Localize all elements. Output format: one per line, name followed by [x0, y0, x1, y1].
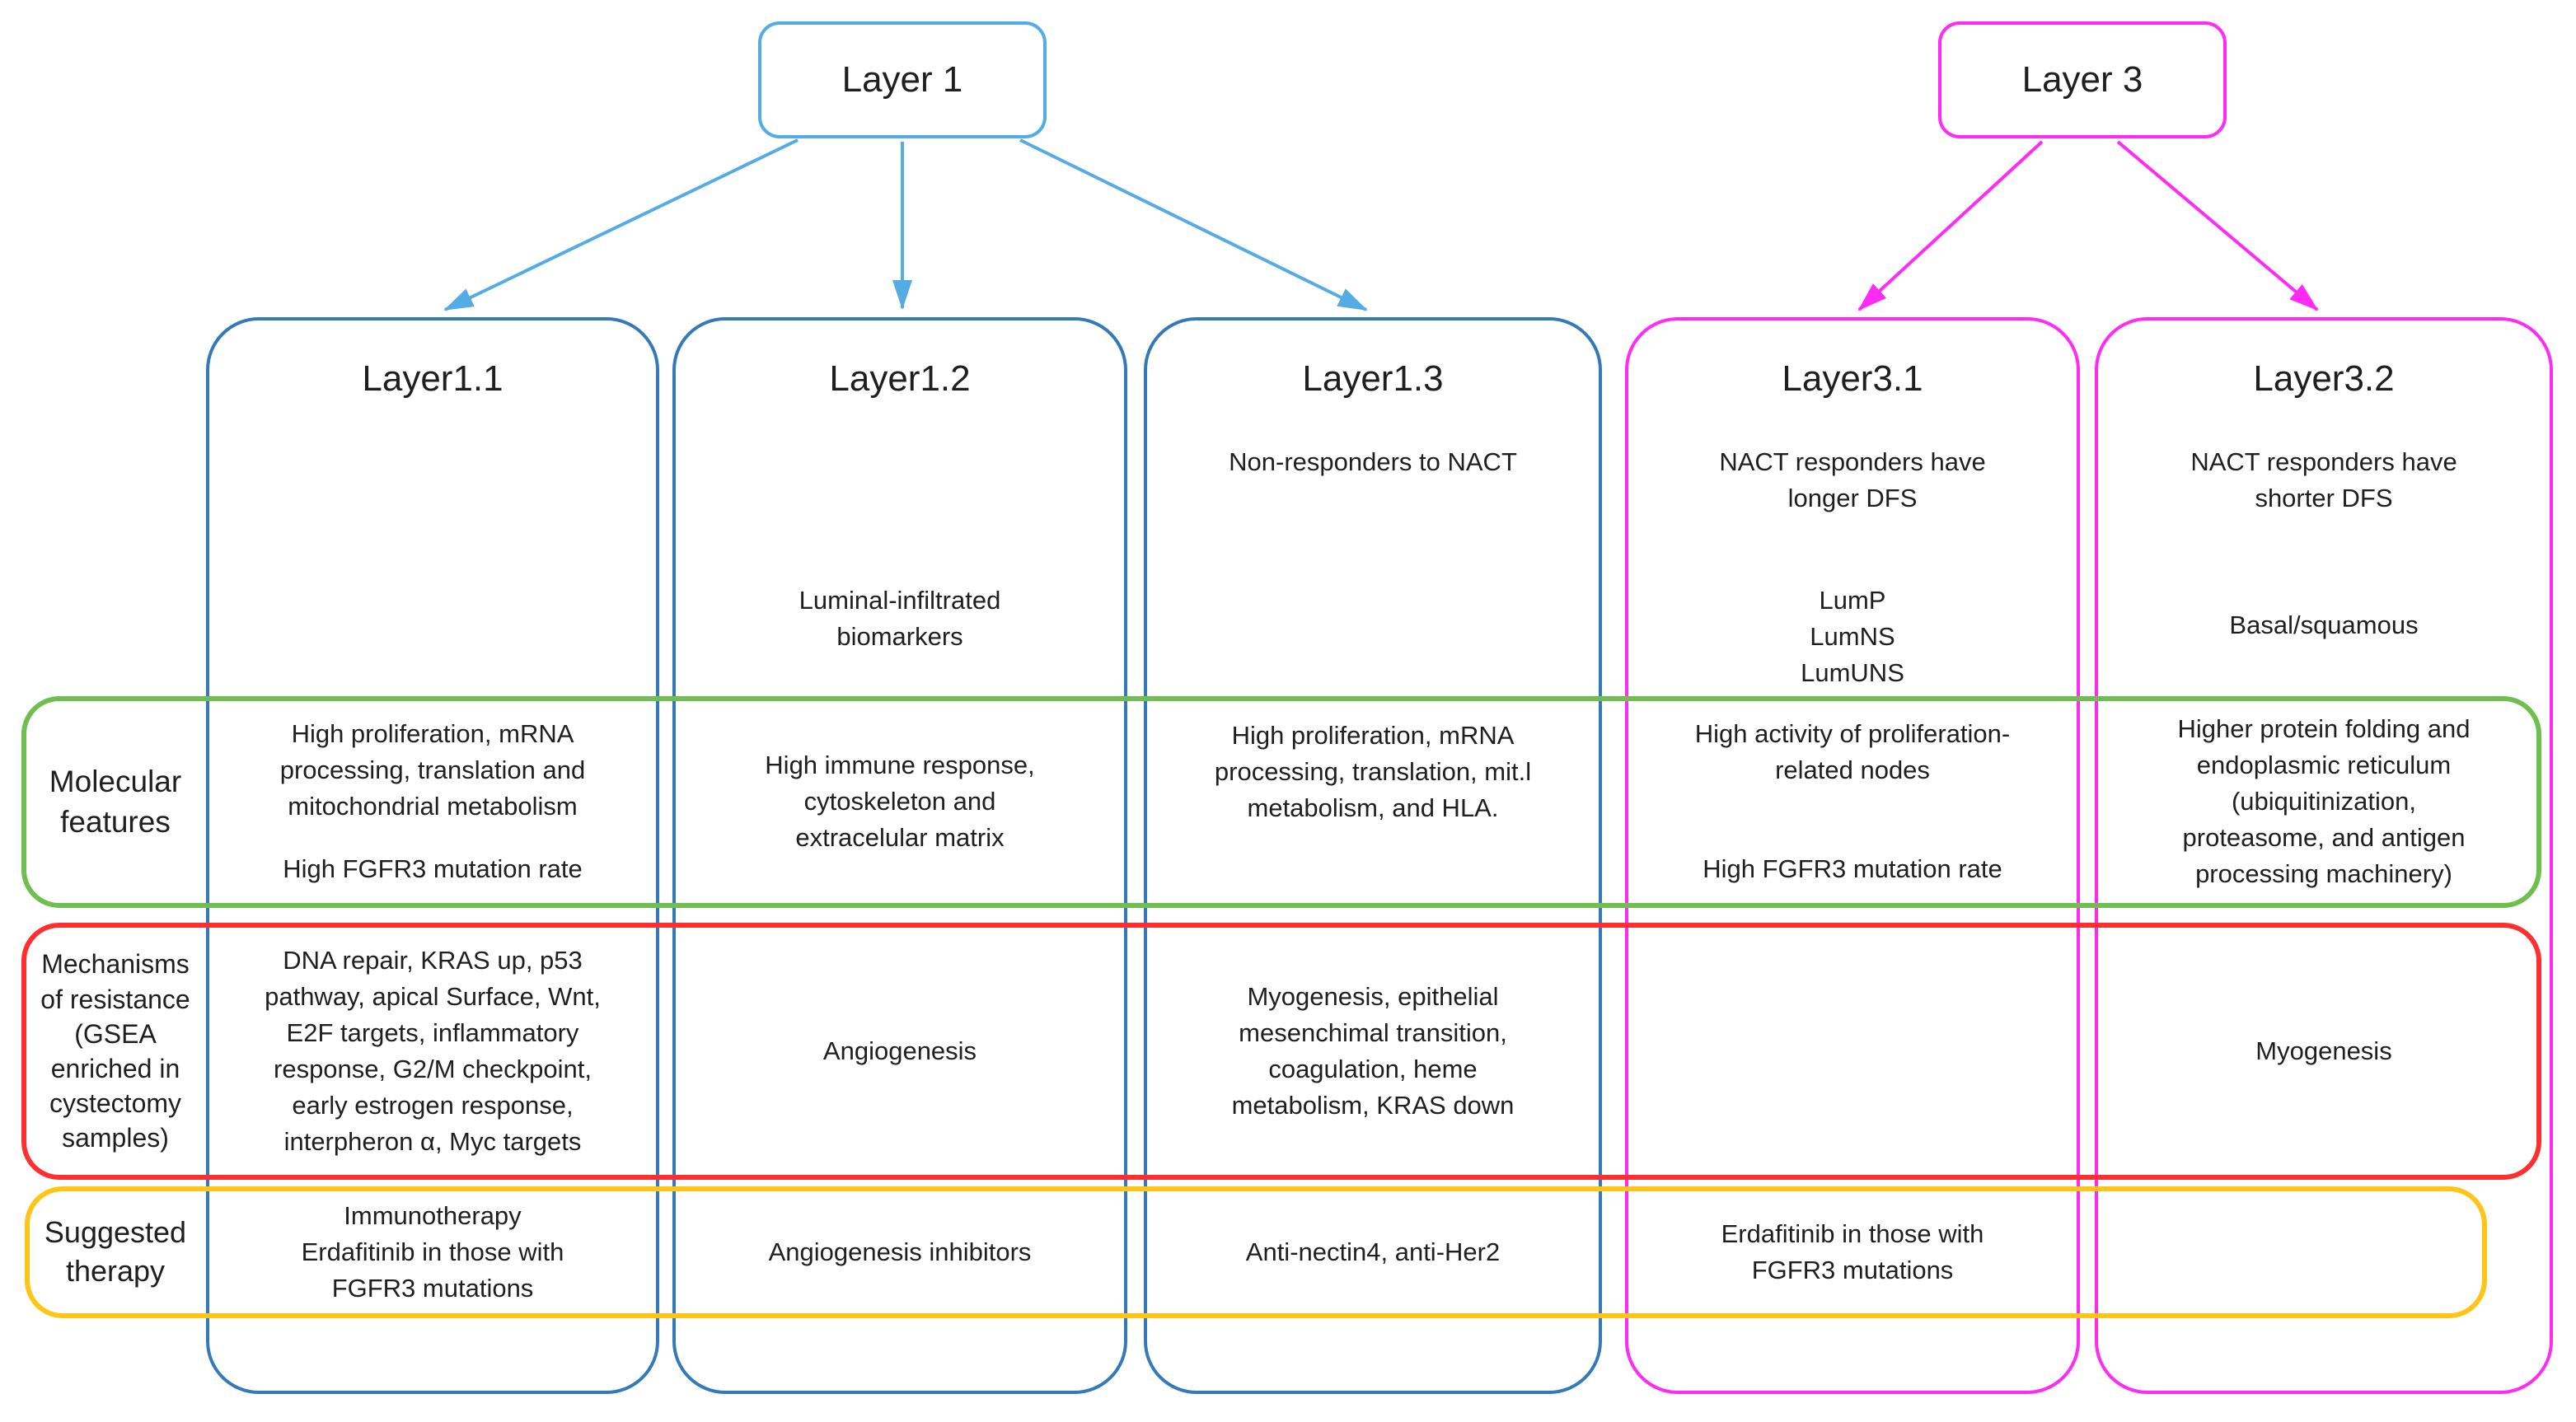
therapy-cell: Erdafitinib in those with FGFR3 mutation…	[1721, 1219, 1984, 1284]
arrow-layer3-to-3-2	[2116, 140, 2319, 311]
column-layer1-1: Layer1.1 High proliferation, mRNA proces…	[206, 317, 659, 1394]
molecular-cell: High proliferation, mRNA processing, tra…	[209, 696, 656, 907]
column-title: Layer3.2	[2253, 358, 2395, 399]
molecular-text-top: High proliferation, mRNA processing, tra…	[1214, 721, 1532, 823]
molecular-cell: Higher protein folding and endoplasmic r…	[2098, 696, 2550, 907]
node-layer1: Layer 1	[758, 21, 1047, 138]
column-layer1-2: Layer1.2 Luminal-infiltrated biomarkers …	[672, 317, 1127, 1394]
node-layer3: Layer 3	[1938, 21, 2227, 138]
column-title: Layer1.3	[1302, 358, 1444, 399]
molecular-features-band	[21, 696, 2541, 908]
arrow-layer1-to-1-3	[1019, 138, 1368, 311]
mechanisms-label: Mechanisms of resistance (GSEA enriched …	[40, 949, 190, 1153]
arrow-layer1-to-1-1	[443, 138, 799, 311]
therapy-cell: Angiogenesis inhibitors	[768, 1237, 1032, 1266]
therapy-cell: Anti-nectin4, anti-Her2	[1245, 1237, 1501, 1266]
mechanisms-cell: Myogenesis, epithelial mesenchimal trans…	[1231, 981, 1515, 1120]
column-layer1-3: Layer1.3 Non-responders to NACT High pro…	[1144, 317, 1602, 1394]
molecular-cell: High proliferation, mRNA processing, tra…	[1147, 696, 1599, 907]
column-subtitle-top: NACT responders have shorter DFS	[2190, 447, 2457, 513]
molecular-text-bottom: High FGFR3 mutation rate	[1703, 854, 2002, 883]
molecular-text-top: High immune response, cytoskeleton and e…	[765, 750, 1035, 852]
therapy-cell: Immunotherapy Erdafitinib in those with …	[301, 1200, 564, 1303]
column-layer3-2: Layer3.2 NACT responders have shorter DF…	[2095, 317, 2553, 1394]
mechanisms-band	[21, 923, 2541, 1180]
molecular-text-top: High proliferation, mRNA processing, tra…	[279, 719, 586, 821]
column-title: Layer3.1	[1782, 358, 1923, 399]
column-layer3-1: Layer3.1 NACT responders have longer DFS…	[1625, 317, 2080, 1394]
mechanisms-cell: DNA repair, KRAS up, p53 pathway, apical…	[265, 945, 601, 1157]
molecular-text-top: Higher protein folding and endoplasmic r…	[2177, 713, 2471, 889]
molecular-text-top: High activity of proliferation- related …	[1694, 719, 2011, 785]
column-title: Layer1.2	[829, 358, 971, 399]
molecular-text-bottom: High FGFR3 mutation rate	[283, 854, 583, 883]
column-subtitle-top: NACT responders have longer DFS	[1719, 447, 1986, 513]
molecular-cell: High activity of proliferation- related …	[1628, 696, 2077, 907]
column-subtitle-bottom: Luminal-infiltrated biomarkers	[799, 586, 1001, 652]
mechanisms-cell: Angiogenesis	[822, 1036, 977, 1065]
column-subtitle-top: Non-responders to NACT	[1229, 447, 1517, 476]
column-subtitle-bottom: Basal/squamous	[2229, 610, 2419, 639]
molecular-cell: High immune response, cytoskeleton and e…	[676, 696, 1124, 907]
node-layer1-label: Layer 1	[841, 59, 963, 100]
node-layer3-label: Layer 3	[2021, 59, 2143, 100]
column-subtitle-bottom: LumP LumNS LumUNS	[1801, 586, 1904, 688]
molecular-features-label: Molecular features	[49, 765, 182, 839]
therapy-label: Suggested therapy	[44, 1215, 187, 1288]
arrow-layer3-to-3-1	[1857, 140, 2044, 311]
column-title: Layer1.1	[362, 358, 503, 399]
therapy-band	[25, 1186, 2487, 1318]
mechanisms-cell: Myogenesis	[2255, 1036, 2392, 1065]
